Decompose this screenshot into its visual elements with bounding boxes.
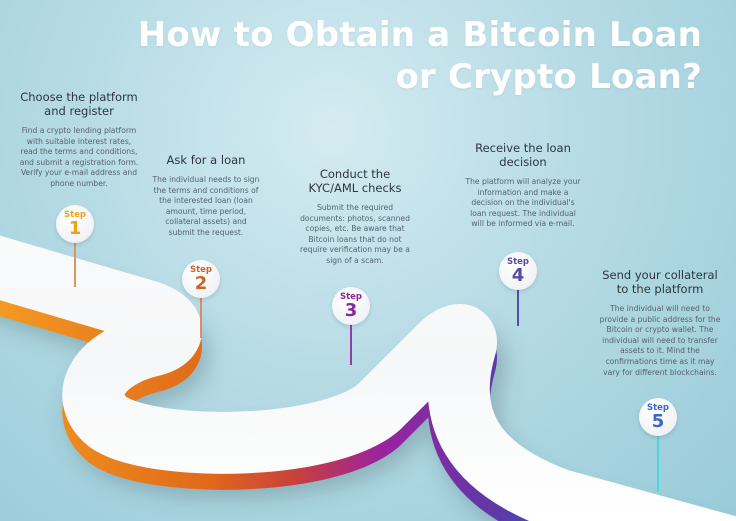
- step-4-number: 4: [511, 265, 525, 286]
- step-5-marker-icon: Step 5: [639, 398, 677, 436]
- step-2-heading: Ask for a loan: [166, 153, 246, 167]
- step-3-marker-icon: Step 3: [332, 287, 370, 325]
- step-4-heading: Receive the loan decision: [475, 141, 571, 169]
- step-3-number: 3: [344, 300, 358, 321]
- step-1-description: Find a crypto lending platform with suit…: [19, 126, 139, 188]
- step-4-block: Receive the loan decision The platform w…: [464, 141, 582, 230]
- step-3-description: Submit the required documents: photos, s…: [300, 203, 410, 265]
- step-1-number: 1: [68, 218, 82, 239]
- step-3-heading: Conduct the KYC/AML checks: [308, 167, 402, 195]
- step-2-block: Ask for a loan The individual needs to s…: [152, 153, 260, 239]
- step-5-label: Step: [646, 403, 670, 413]
- step-1-heading: Choose the platform and register: [20, 90, 138, 118]
- step-5-number: 5: [651, 411, 665, 432]
- title-line-1: How to Obtain a Bitcoin Loan: [137, 15, 702, 55]
- step-4-marker-icon: Step 4: [499, 252, 537, 290]
- step-2-pin-stick: [200, 296, 202, 338]
- step-1-label: Step: [63, 210, 87, 220]
- page-title: How to Obtain a Bitcoin Loan or Crypto L…: [138, 14, 702, 98]
- step-4-pin-stick: [517, 288, 519, 326]
- step-5-pin-stick: [657, 434, 659, 492]
- step-3-block: Conduct the KYC/AML checks Submit the re…: [297, 167, 413, 267]
- step-3-label: Step: [339, 292, 363, 302]
- step-2-marker-icon: Step 2: [182, 260, 220, 298]
- step-1-marker-icon: Step 1: [56, 205, 94, 243]
- step-1-block: Choose the platform and register Find a …: [18, 90, 140, 190]
- title-line-2: or Crypto Loan?: [395, 57, 702, 97]
- step-3-pin-stick: [350, 323, 352, 365]
- step-5-heading: Send your collateral to the platform: [602, 268, 718, 296]
- step-4-description: The platform will analyze your informati…: [465, 177, 581, 229]
- step-5-description: The individual will need to provide a pu…: [599, 304, 721, 377]
- step-1-pin-stick: [74, 241, 76, 287]
- step-4-label: Step: [506, 257, 530, 267]
- step-2-description: The individual needs to sign the terms a…: [152, 175, 260, 237]
- step-2-number: 2: [194, 273, 208, 294]
- step-2-label: Step: [189, 265, 213, 275]
- step-5-block: Send your collateral to the platform The…: [598, 268, 722, 378]
